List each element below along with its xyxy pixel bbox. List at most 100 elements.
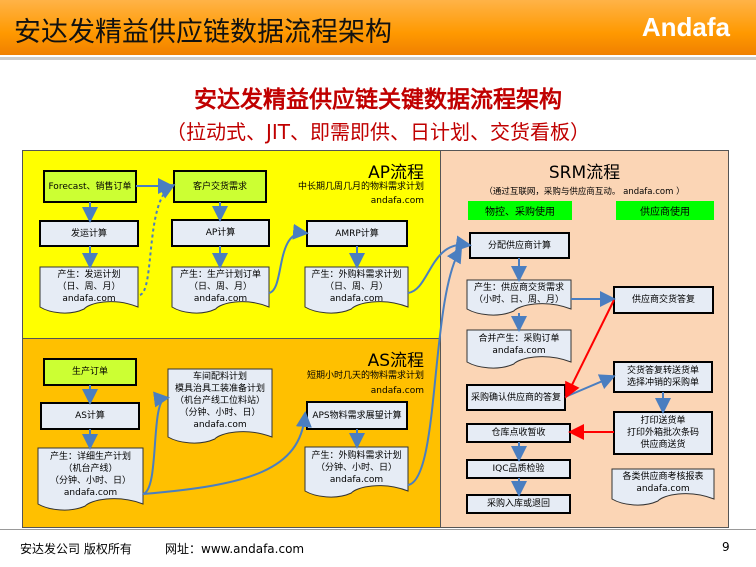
divider	[0, 57, 756, 60]
customer-demand-box: 客户交货需求	[192, 181, 247, 192]
flow-arrow	[139, 184, 176, 296]
doc-line: （分钟、小时、日）	[49, 476, 131, 486]
page-subtitle: （拉动式、JIT、即需即供、日计划、交货看板）	[165, 120, 590, 144]
doc-shape	[171, 266, 270, 314]
flow-arrow	[268, 223, 309, 294]
srm-doc-delivery-demand: 产生：供应商交货需求 （小时、日、周、月）	[467, 280, 571, 308]
doc-shape	[167, 368, 273, 444]
footer-website[interactable]: 网址：www.andafa.com	[165, 542, 305, 556]
doc-shape	[39, 266, 139, 314]
flow-arrow	[407, 235, 472, 294]
as-calc-box: AS计算	[75, 411, 105, 421]
doc-line: （机台产线工位料站）	[174, 396, 265, 406]
iqc-box: IQC品质检验	[492, 464, 545, 474]
as-doc-workshop-plan: 车间配料计划模具治具工装准备计划 （机台产线工位料站） （分钟、小时、日） andaf…	[168, 370, 272, 432]
doc-line: 产生：外购料需求计划	[311, 451, 402, 461]
srm-doc-purchase-order: 合并产生：采购订单 andafa.com	[467, 330, 571, 360]
doc-line: （日、周、月）	[57, 282, 121, 292]
doc-shape	[466, 329, 572, 369]
ap-doc-ship-plan: 产生：发运计划 （日、周、月） andafa.com	[40, 268, 138, 306]
footer-copyright: 安达发公司 版权所有	[20, 542, 132, 556]
doc-line: 模具治具工装准备计划	[174, 384, 265, 394]
doc-line: 产生：生产计划订单	[179, 270, 261, 280]
confirm-shape	[466, 384, 566, 411]
convert-delivery-box: 交货答复转送货单选择冲销的采购单	[614, 362, 712, 392]
doc-line: （小时、日、周、月）	[473, 295, 564, 305]
header-title: 安达发精益供应链数据流程架构	[14, 17, 392, 48]
amrp-calc-shape	[306, 220, 408, 247]
as-subtitle: 短期小时几天的物料需求计划	[306, 371, 424, 381]
print-shape	[613, 411, 713, 455]
srm-title: SRM流程	[548, 163, 621, 183]
customer-demand-shape	[173, 170, 267, 203]
doc-line: andafa.com	[62, 294, 116, 304]
doc-line: andafa.com	[329, 475, 384, 485]
doc-line: andafa.com	[329, 294, 384, 304]
as-site: andafa.com	[370, 386, 424, 396]
warehouse-receive-box: 仓库点收暂收	[491, 428, 546, 438]
doc-line: （机台产线）	[63, 464, 118, 474]
flow-arrow	[407, 246, 463, 486]
box-line: 交货答复转送货单	[626, 366, 699, 376]
doc-shape	[466, 279, 572, 316]
doc-line: 车间配料计划	[192, 372, 247, 382]
doc-line: （分钟、小时、日）	[179, 408, 261, 418]
doc-shape	[611, 468, 715, 506]
amrp-calc-box: AMRP计算	[335, 228, 379, 239]
flow-arrow	[142, 411, 312, 495]
box-line: 打印送货单	[640, 416, 686, 426]
forecast-box-shape	[43, 170, 137, 203]
as-doc-detail-plan: 产生：详细生产计划 （机台产线） （分钟、小时、日） andafa.com	[38, 449, 143, 501]
doc-line: andafa.com	[193, 420, 247, 430]
doc-line: andafa.com	[193, 294, 248, 304]
box-line: 供应商送货	[640, 440, 686, 450]
srm-subtitle: （通过互联网，采购与供应商互动。 andafa.com ）	[484, 187, 685, 197]
doc-line: （日、周、月）	[188, 282, 252, 292]
doc-shape	[37, 447, 144, 511]
srm-doc-supplier-report: 各类供应商考核报表 andafa.com	[612, 469, 714, 497]
doc-line: 产生：供应商交货需求	[473, 283, 564, 293]
doc-shape	[304, 266, 409, 314]
as-calc-shape	[40, 402, 140, 430]
doc-line: 产生：发运计划	[57, 270, 121, 280]
doc-line: 产生：详细生产计划	[49, 452, 131, 462]
doc-line: 各类供应商考核报表	[622, 472, 704, 482]
ap-site: andafa.com	[370, 196, 424, 206]
doc-line: 合并产生：采购订单	[478, 334, 560, 344]
ap-doc-purchase-plan: 产生：外购料需求计划 （日、周、月） andafa.com	[305, 268, 408, 306]
supplier-reply-box: 供应商交货答复	[631, 295, 695, 305]
forecast-box: Forecast、销售订单	[48, 181, 132, 192]
aps-calc-box: APS物料需求展望计算	[312, 410, 402, 421]
allocate-supplier-box: 分配供应商计算	[487, 240, 551, 251]
doc-line: 产生：外购料需求计划	[311, 270, 402, 280]
page-title: 安达发精益供应链关键数据流程架构	[194, 87, 562, 113]
page-number: 9	[722, 540, 730, 554]
as-doc-purchase-plan: 产生：外购料需求计划 （分钟、小时、日） andafa.com	[305, 448, 408, 488]
logo: Andafa	[641, 12, 730, 42]
doc-line: andafa.com	[636, 484, 690, 494]
print-delivery-box: 打印送货单打印外箱批次条码供应商送货	[614, 412, 712, 454]
doc-line: （分钟、小时、日）	[315, 463, 397, 473]
production-order-box: 生产订单	[71, 367, 108, 377]
ap-subtitle: 中长期几周几月的物料需求计划	[297, 182, 424, 192]
box-line: 选择冲销的采购单	[626, 378, 699, 388]
box-line: 打印外箱批次条码	[626, 428, 699, 438]
doc-line: andafa.com	[492, 346, 546, 356]
aps-calc-shape	[306, 401, 408, 430]
ap-doc-production-plan: 产生：生产计划订单 （日、周、月） andafa.com	[172, 268, 269, 306]
footer-divider	[0, 529, 756, 530]
confirm-reply-box: 采购确认供应商的答复	[470, 392, 561, 403]
supplier-label: 供应商使用	[616, 201, 714, 220]
doc-line: （日、周、月）	[324, 282, 388, 292]
ship-calc-box: 发运计算	[70, 228, 107, 239]
flow-arrow	[142, 391, 170, 495]
ap-calc-box: AP计算	[205, 228, 236, 238]
production-order-shape	[43, 358, 137, 386]
flow-arrow	[565, 299, 615, 399]
buyer-label: 物控、采购使用	[468, 201, 572, 220]
doc-line: andafa.com	[63, 488, 118, 498]
header-bar	[0, 0, 756, 55]
ap-title: AP流程	[368, 163, 424, 183]
stock-in-box: 采购入库或退回	[486, 499, 550, 509]
